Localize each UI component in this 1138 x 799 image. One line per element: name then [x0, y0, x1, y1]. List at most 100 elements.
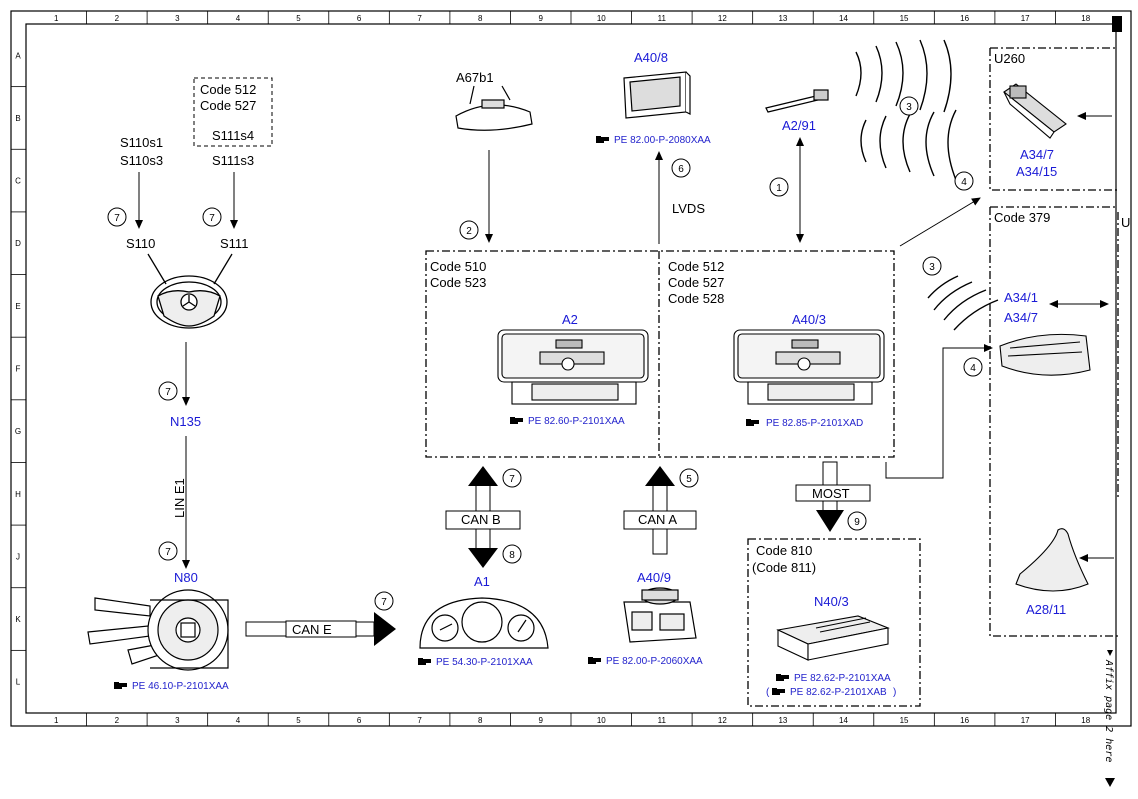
n40-3-paren-close: ) — [893, 687, 896, 698]
svg-text:7: 7 — [509, 474, 515, 485]
grid-column-label-top: 10 — [597, 14, 606, 23]
grid-column-label-bottom: 13 — [778, 716, 787, 725]
code-379-box — [989, 206, 1118, 637]
grid-column-label-bottom: 12 — [718, 716, 727, 725]
svg-text:7: 7 — [165, 547, 171, 558]
grid-column-label-top: 6 — [357, 14, 362, 23]
antenna-rod-icon — [765, 89, 829, 113]
n40-3-paren-open: ( — [766, 687, 770, 698]
svg-text:6: 6 — [678, 164, 684, 175]
s111s4-label: S111s4 — [212, 128, 254, 143]
grid-column-label-bottom: 2 — [115, 716, 120, 725]
grid-column-label-top: 16 — [960, 14, 969, 23]
circle-marker: 7 — [374, 591, 394, 611]
a40-8-label: A40/8 — [634, 50, 668, 65]
rearview-mirror-icon — [455, 85, 533, 131]
comand-unit-icon — [733, 329, 885, 405]
grid-column-label-top: 5 — [296, 14, 301, 23]
code-810-box — [747, 538, 921, 707]
n40-3-reference-1: PE 82.62-P-2101XAA — [794, 673, 891, 684]
svg-text:4: 4 — [970, 363, 976, 374]
circle-marker: 2 — [459, 220, 479, 240]
svg-text:7: 7 — [381, 597, 387, 608]
controller-knob-icon — [623, 587, 697, 643]
a34-15-label: A34/15 — [1016, 164, 1057, 179]
antenna-module-icon — [999, 333, 1091, 376]
svg-text:9: 9 — [854, 517, 860, 528]
a2-label: A2 — [562, 312, 578, 327]
circle-marker: 7 — [202, 207, 222, 227]
grid-column-label-top: 18 — [1081, 14, 1090, 23]
n135-label: N135 — [170, 414, 201, 429]
grid-column-label-bottom: 14 — [839, 716, 848, 725]
circle-marker: 3 — [922, 256, 942, 276]
can-a-label: CAN A — [638, 512, 677, 527]
a40-9-label: A40/9 — [637, 570, 671, 585]
a67b1-label: A67b1 — [456, 70, 494, 85]
can-b-label: CAN B — [461, 512, 501, 527]
steering-wheel-icon — [147, 253, 233, 329]
svg-text:3: 3 — [906, 102, 912, 113]
grid-column-label-bottom: 9 — [538, 716, 543, 725]
circle-marker: 4 — [954, 171, 974, 191]
head-unit-group-box — [425, 250, 895, 458]
a1-label: A1 — [474, 574, 490, 589]
a34-7-label-b: A34/7 — [1004, 310, 1038, 325]
lin-e1-label: LIN E1 — [172, 478, 187, 518]
grid-column-label-top: 8 — [478, 14, 483, 23]
code-512-label-unit: Code 512 — [668, 259, 724, 274]
svg-text:2: 2 — [466, 226, 472, 237]
can-b-bus-arrow — [445, 466, 521, 568]
grid-row-label: A — [15, 51, 21, 60]
triangle-marker-bottom — [1105, 778, 1115, 787]
circle-marker: 7 — [107, 207, 127, 227]
circle-marker: 7 — [158, 381, 178, 401]
a40-9-reference: PE 82.00-P-2060XAA — [606, 656, 703, 667]
svg-text:8: 8 — [509, 550, 515, 561]
u260-label: U260 — [994, 51, 1025, 66]
circle-marker: 9 — [847, 511, 867, 531]
page-corner-mark — [1112, 16, 1122, 32]
n40-3-label: N40/3 — [814, 594, 849, 609]
circle-marker: 4 — [963, 357, 983, 377]
a2-reference: PE 82.60-P-2101XAA — [528, 416, 625, 427]
n80-label: N80 — [174, 570, 198, 585]
circle-marker: 8 — [502, 544, 522, 564]
code-523-label: Code 523 — [430, 275, 486, 290]
s111s3-label: S111s3 — [212, 153, 254, 168]
svg-text:7: 7 — [209, 213, 215, 224]
grid-row-label: D — [15, 239, 21, 248]
grid-row-label: H — [15, 490, 21, 499]
svg-text:7: 7 — [114, 213, 120, 224]
code-811-label: (Code 811) — [752, 560, 816, 575]
svg-text:1: 1 — [776, 183, 782, 194]
a34-1-label: A34/1 — [1004, 290, 1038, 305]
circle-marker: 3 — [899, 96, 919, 116]
svg-text:4: 4 — [961, 177, 967, 188]
circle-marker: 1 — [769, 177, 789, 197]
grid-column-label-top: 12 — [718, 14, 727, 23]
grid-column-label-bottom: 10 — [597, 716, 606, 725]
grid-column-label-bottom: 16 — [960, 716, 969, 725]
triangle-marker-top — [1107, 650, 1113, 656]
svg-text:5: 5 — [686, 474, 692, 485]
arrow-to-u260 — [899, 197, 981, 247]
s111-label: S111 — [220, 236, 248, 251]
radio-waves-icon — [855, 39, 957, 181]
a2-91-label: A2/91 — [782, 118, 816, 133]
can-e-bus-arrow — [245, 612, 396, 646]
line-to-a34-1 — [885, 344, 993, 479]
grid-column-label-bottom: 17 — [1021, 716, 1030, 725]
grid-row-label: K — [15, 615, 21, 624]
a28-11-label: A28/11 — [1026, 602, 1066, 617]
code-527-label-unit: Code 527 — [668, 275, 724, 290]
radio-unit-icon — [497, 329, 649, 405]
circle-marker: 7 — [158, 541, 178, 561]
grid-column-label-bottom: 5 — [296, 716, 301, 725]
circle-marker: 6 — [671, 158, 691, 178]
grid-column-label-bottom: 11 — [658, 716, 667, 725]
grid-row-label: L — [16, 678, 21, 687]
svg-text:3: 3 — [929, 262, 935, 273]
s110s3-label: S110s3 — [120, 153, 163, 168]
can-a-bus-arrow — [623, 466, 697, 555]
